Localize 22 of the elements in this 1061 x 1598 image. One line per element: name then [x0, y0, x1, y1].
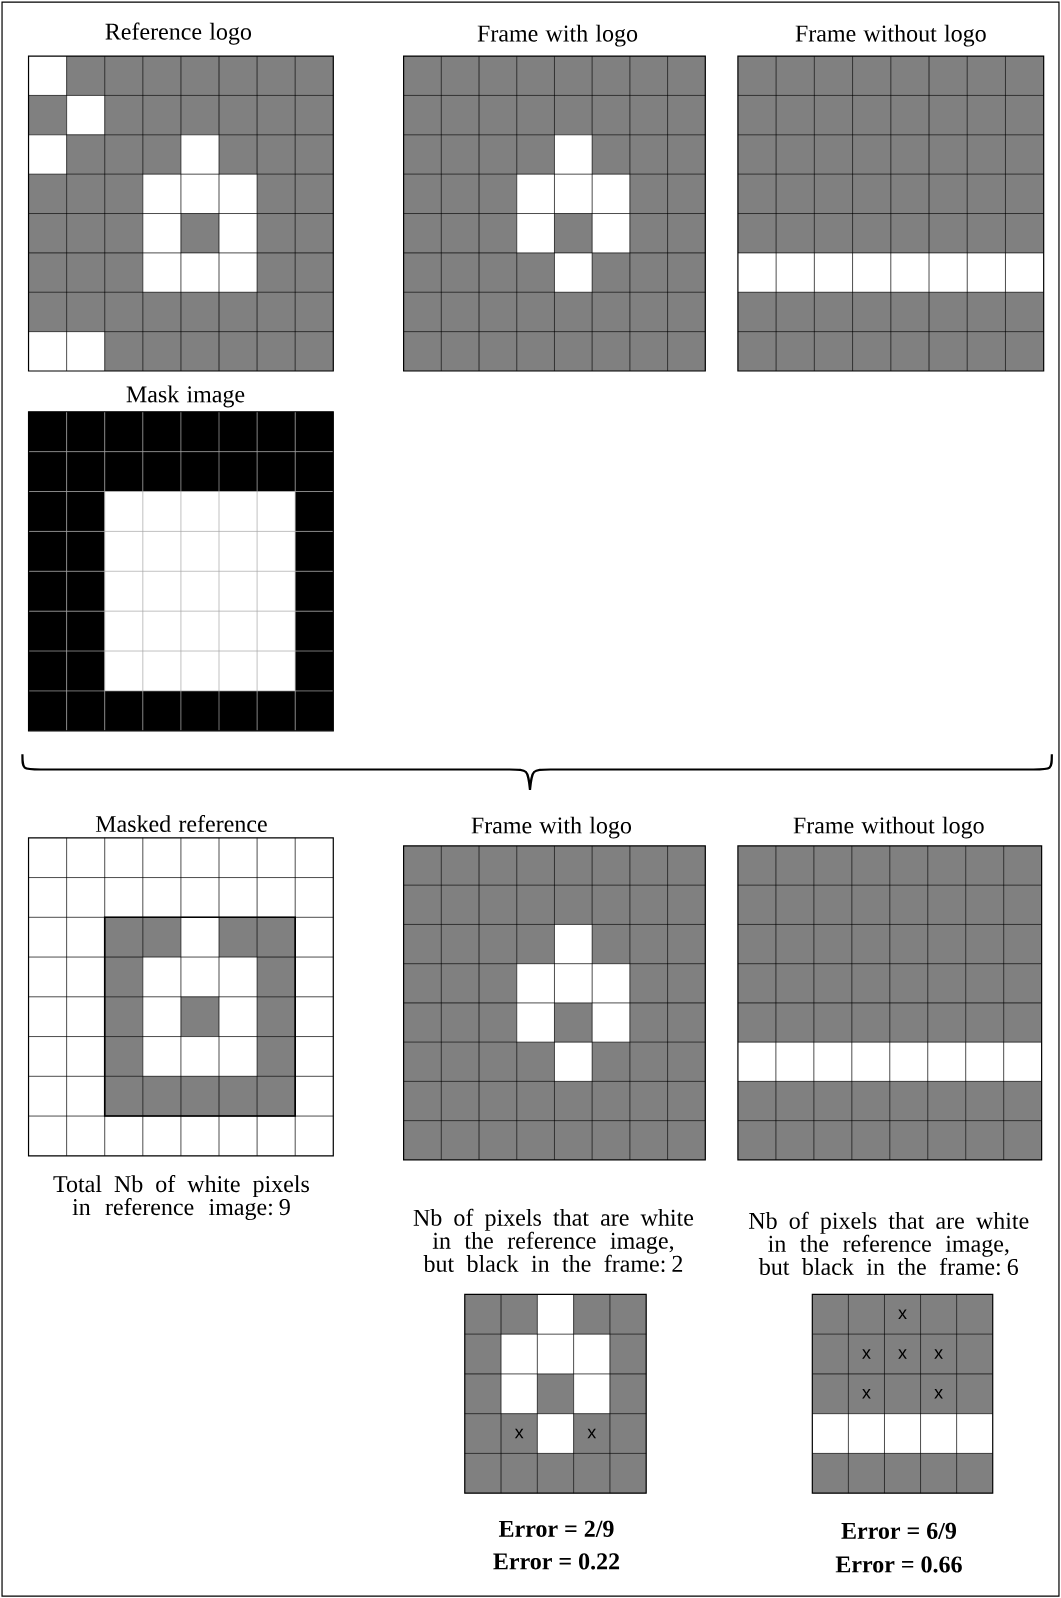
- caption-text: Frame with logo: [471, 816, 631, 839]
- caption-text: Nb of pixels that are white in the reference image, but black in the frame: 2: [413, 1208, 694, 1273]
- error-value: Error = 0.66: [835, 1556, 962, 1573]
- caption-text: Masked reference: [95, 814, 267, 833]
- error-value: Error = 2/9: [498, 1520, 614, 1537]
- cross-mark: x: [898, 1309, 907, 1320]
- caption-text: Mask image: [126, 385, 245, 408]
- caption-text: Frame without logo: [793, 816, 984, 839]
- caption-text: Total Nb of white pixels in reference image: 9: [53, 1175, 309, 1221]
- cross-mark: x: [934, 1389, 943, 1399]
- error-value: Error = 6/9: [841, 1522, 957, 1539]
- caption-text: Reference logo: [105, 22, 252, 45]
- caption-text: Frame with logo: [477, 24, 638, 47]
- cross-mark: x: [862, 1349, 871, 1359]
- cross-mark: x: [934, 1349, 943, 1359]
- cross-mark: x: [587, 1428, 597, 1439]
- caption-text: Frame without logo: [795, 24, 986, 47]
- cross-mark: x: [898, 1349, 907, 1359]
- cross-mark: x: [514, 1428, 524, 1439]
- caption-text: Nb of pixels that are white in the reference image, but black in the frame: 6: [749, 1211, 1029, 1276]
- error-value: Error = 0.22: [493, 1553, 620, 1570]
- cross-mark: x: [862, 1389, 871, 1399]
